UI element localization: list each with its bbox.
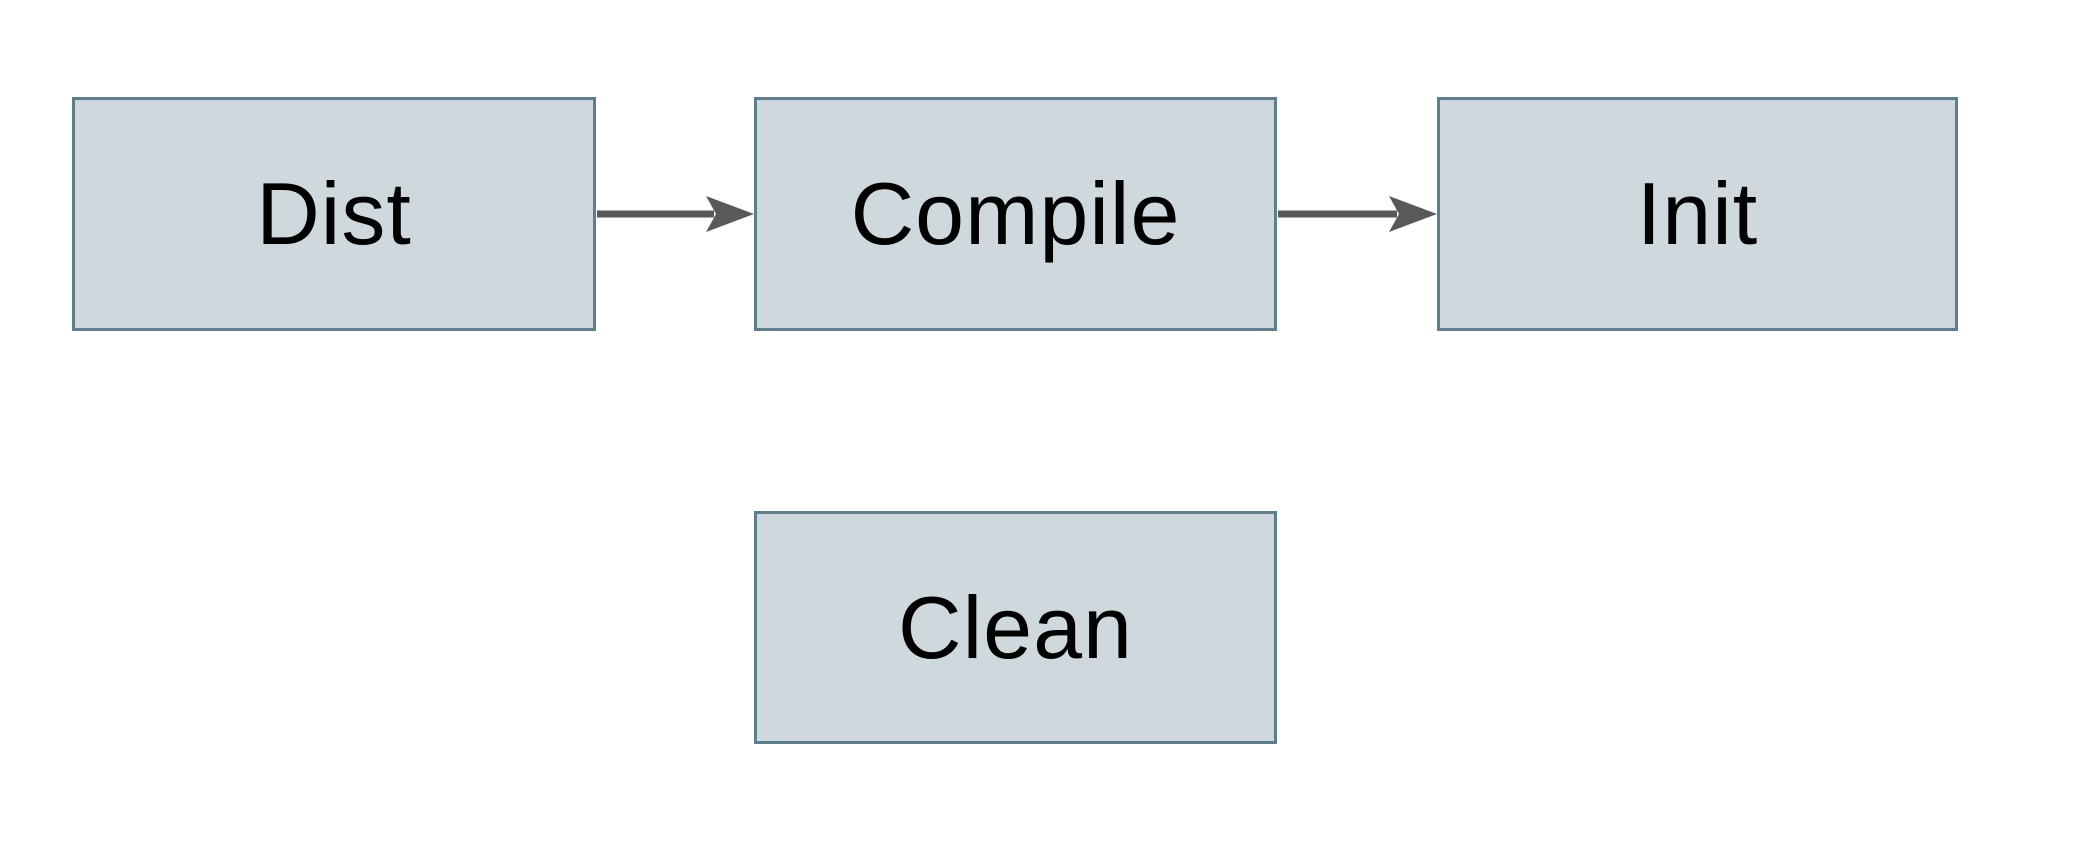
node-init: Init (1437, 97, 1958, 331)
arrowhead-icon (1389, 196, 1437, 232)
node-dist: Dist (72, 97, 596, 331)
node-init-label: Init (1636, 164, 1759, 263)
connector-compile-init (1278, 196, 1437, 232)
node-compile: Compile (754, 97, 1277, 331)
arrowhead-icon (706, 196, 754, 232)
node-clean-label: Clean (898, 577, 1133, 677)
node-clean: Clean (754, 511, 1277, 744)
connector-dist-compile (597, 196, 754, 232)
node-dist-label: Dist (256, 164, 412, 263)
node-compile-label: Compile (850, 164, 1181, 263)
